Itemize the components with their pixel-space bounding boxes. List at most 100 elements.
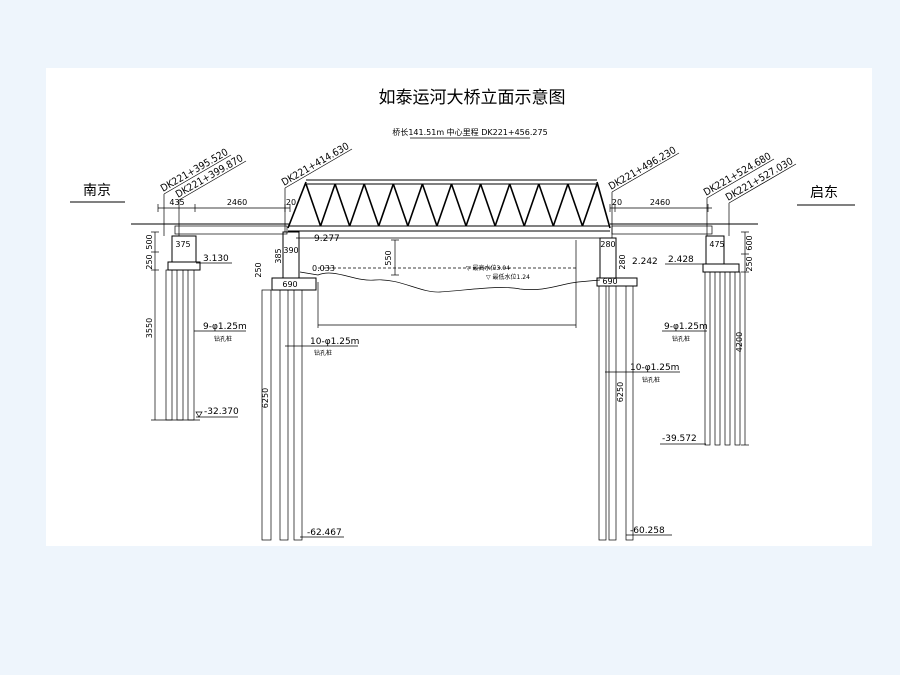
main-span-dimension bbox=[317, 240, 577, 328]
truss-web-member bbox=[363, 183, 380, 227]
dim-left-abutment-height: 500 bbox=[145, 234, 154, 249]
dim-right-abutment-width: 475 bbox=[709, 240, 724, 249]
pile bbox=[293, 289, 303, 541]
elev-left-pier-cap: 0.033 bbox=[312, 264, 335, 273]
pile-type: 钻孔桩 bbox=[672, 335, 690, 343]
truss-web-member bbox=[508, 183, 526, 227]
dim-left-pier-cap-height: 250 bbox=[254, 262, 263, 277]
truss-web-member bbox=[421, 183, 438, 227]
dim-right-cap-height: 250 bbox=[745, 256, 754, 271]
pile bbox=[704, 271, 711, 446]
dim-left-pier-pile-length: 6250 bbox=[261, 388, 270, 408]
elev-right-abutment-cap: 2.428 bbox=[668, 255, 694, 265]
dim-left-pier-height: 385 bbox=[274, 248, 283, 263]
dim-right-pile-length: 4200 bbox=[735, 332, 744, 352]
dim-right-gap: 20 bbox=[612, 198, 622, 207]
truss-web-member bbox=[377, 183, 395, 227]
dim-right-pier-cap-height: 280 bbox=[618, 254, 627, 269]
truss-web-member bbox=[465, 183, 482, 227]
pile bbox=[625, 285, 634, 541]
dim-left-span-b: 2460 bbox=[227, 198, 247, 207]
truss-web-member bbox=[494, 183, 511, 227]
truss-end-post bbox=[287, 181, 307, 229]
left-pier-pile-tip: -62.467 bbox=[300, 528, 344, 538]
truss-web-member bbox=[392, 183, 409, 227]
left-pier-piles-note: 10-φ1.25m 钻孔桩 bbox=[285, 337, 359, 357]
direction-right-label: 启东 bbox=[810, 185, 838, 201]
top-dimension-right: 20 2460 bbox=[609, 198, 712, 212]
truss-web-member bbox=[348, 183, 365, 227]
pile bbox=[598, 285, 607, 541]
truss-web-member bbox=[305, 183, 322, 227]
pile-spec: 10-φ1.25m bbox=[630, 363, 679, 373]
page-title: 如泰运河大桥立面示意图 bbox=[379, 88, 566, 108]
right-abutment-piles-note: 9-φ1.25m 钻孔桩 bbox=[662, 322, 708, 343]
pier-cap bbox=[596, 277, 638, 287]
pile bbox=[724, 271, 731, 446]
right-pier-piles-note: 10-φ1.25m 钻孔桩 bbox=[605, 363, 680, 384]
left-abutment-height-dimension: 500 250 3550 bbox=[145, 231, 200, 421]
left-approach-girder bbox=[174, 225, 288, 235]
pile-spec: 9-φ1.25m bbox=[664, 322, 708, 332]
dim-clearance: 550 bbox=[384, 250, 393, 265]
pile bbox=[279, 289, 289, 541]
pile-type: 钻孔桩 bbox=[314, 349, 332, 357]
truss-web-member bbox=[407, 183, 424, 227]
drawing-sheet bbox=[46, 68, 872, 546]
truss-web-member bbox=[567, 183, 584, 227]
dim-left-abutment-width: 375 bbox=[175, 240, 190, 249]
truss-web-member bbox=[479, 183, 496, 227]
dim-right-abutment-height: 600 bbox=[745, 235, 754, 250]
station-underline bbox=[728, 163, 797, 204]
truss-web-member bbox=[450, 183, 467, 227]
abutment-cap bbox=[702, 263, 740, 273]
pile bbox=[714, 271, 721, 446]
pile-type: 钻孔桩 bbox=[642, 376, 660, 384]
truss-web-member bbox=[436, 183, 453, 227]
left-abutment-pile-tip: -32.370 bbox=[195, 407, 239, 418]
dim-left-cap-height: 250 bbox=[145, 254, 154, 269]
truss-web-member bbox=[319, 183, 336, 227]
dim-left-gap: 20 bbox=[286, 198, 296, 207]
station-underline bbox=[706, 158, 775, 199]
dim-left-pier-width: 390 bbox=[283, 246, 298, 255]
right-abutment-pile-tip: -39.572 bbox=[660, 434, 706, 445]
station-underline bbox=[611, 152, 680, 193]
elevation-marker-icon bbox=[195, 411, 203, 418]
pile-type: 钻孔桩 bbox=[214, 335, 232, 343]
station-underline bbox=[178, 160, 247, 201]
dim-right-span: 2460 bbox=[650, 198, 670, 207]
station-underline bbox=[284, 148, 353, 189]
elev-left-pier-top: 9.277 bbox=[314, 234, 340, 244]
dim-right-pier-pile-length: 6250 bbox=[616, 382, 625, 402]
bridge-summary: 桥长141.51m 中心里程 DK221+456.275 bbox=[392, 127, 547, 137]
elev-right-pier-cap: 2.242 bbox=[632, 257, 658, 267]
steel-truss bbox=[287, 179, 611, 232]
pile bbox=[608, 285, 617, 541]
water-level-low: ▽ 最低水位1.24 bbox=[486, 273, 530, 281]
left-abutment-piles-note: 9-φ1.25m 钻孔桩 bbox=[194, 322, 247, 343]
left-main-pier: 390 385 250 690 6250 9.277 0.033 bbox=[254, 231, 340, 541]
elev-left-abutment-cap: 3.130 bbox=[203, 254, 229, 264]
truss-end-post bbox=[596, 181, 611, 229]
dim-left-pile-length: 3550 bbox=[145, 318, 154, 338]
truss-web-member bbox=[581, 183, 598, 227]
riverbed-profile bbox=[299, 271, 601, 293]
pile bbox=[261, 289, 272, 541]
elev-right-abutment-pile-tip: -39.572 bbox=[662, 434, 697, 444]
right-abutment-height-dimension: 600 250 4200 bbox=[735, 231, 754, 446]
truss-web-member bbox=[538, 183, 555, 227]
pile bbox=[734, 271, 741, 446]
pile-spec: 9-φ1.25m bbox=[203, 322, 247, 332]
dim-right-pier-cap-width: 690 bbox=[602, 277, 617, 286]
elev-left-abutment-pile-tip: -32.370 bbox=[204, 407, 239, 417]
truss-web-member bbox=[552, 183, 569, 227]
truss-web-member bbox=[523, 183, 540, 227]
abutment-cap bbox=[167, 261, 201, 271]
elev-right-pier-pile-tip: -60.258 bbox=[630, 526, 665, 536]
dim-left-span-a: 435 bbox=[169, 198, 184, 207]
truss-web-member bbox=[334, 183, 351, 227]
direction-left-label: 南京 bbox=[83, 183, 111, 199]
clearance-dimension: 550 bbox=[384, 239, 399, 276]
